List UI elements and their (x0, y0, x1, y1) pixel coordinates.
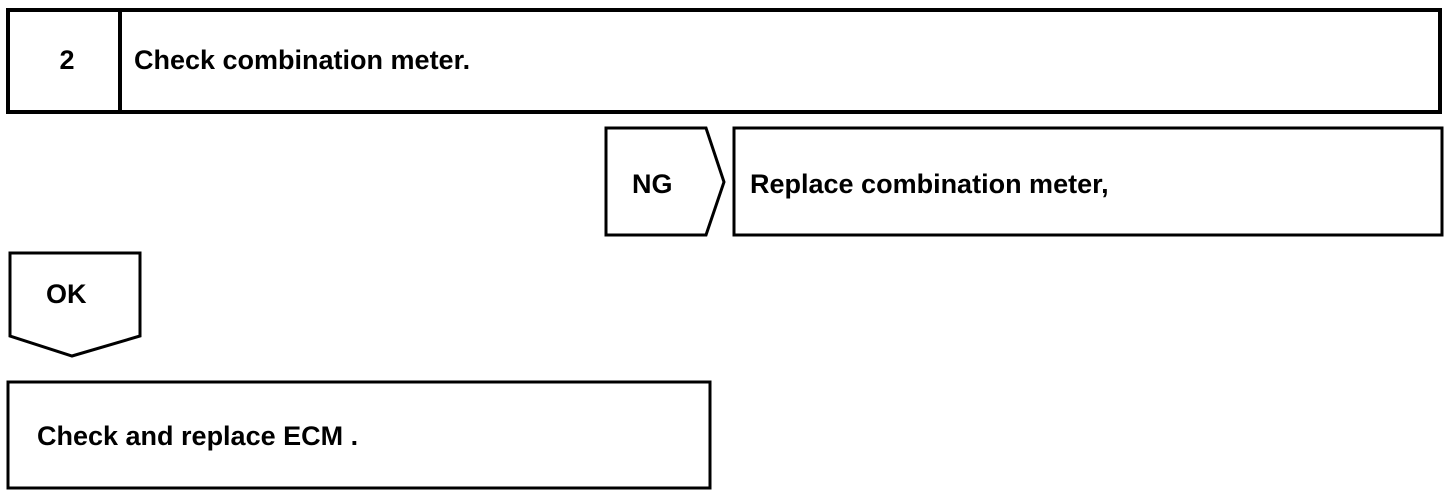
ng-action-text: Replace combination meter, (750, 169, 1109, 199)
step-number: 2 (59, 45, 75, 75)
ok-action-text: Check and replace ECM . (37, 421, 359, 451)
ng-label: NG (632, 169, 673, 199)
ok-action-box (6, 380, 712, 490)
ok-label: OK (46, 279, 87, 309)
ng-action-box (732, 126, 1444, 237)
step-title: Check combination meter. (134, 45, 471, 75)
ok-arrow-tag (8, 251, 142, 358)
step-header-box (6, 8, 1442, 114)
ng-arrow-tag (604, 126, 726, 237)
